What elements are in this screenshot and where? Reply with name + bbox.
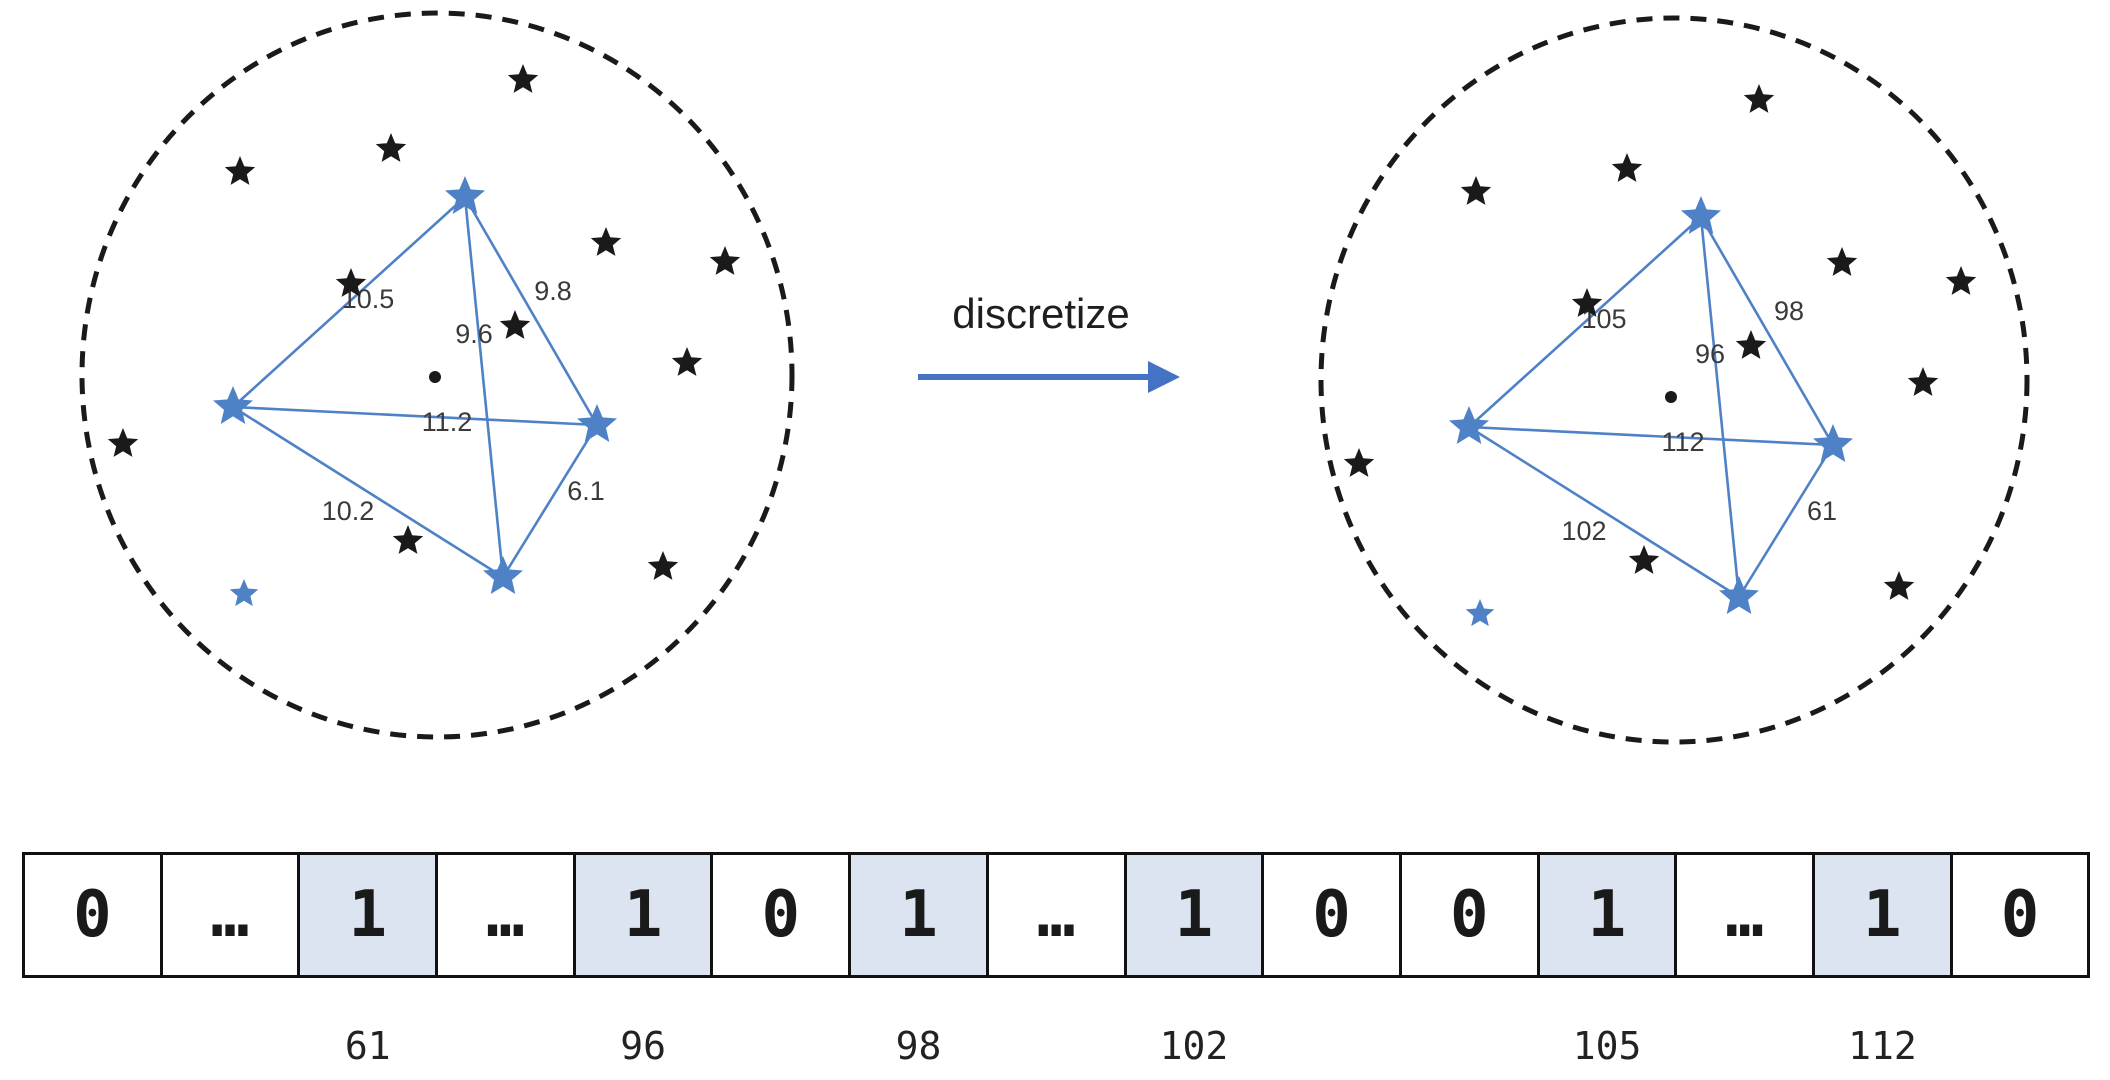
center-dot (1665, 391, 1677, 403)
bit-cell-10: 0 (1401, 855, 1540, 975)
edge-label-horizontal: 11.2 (422, 407, 473, 437)
edge-label-diagonal: 96 (1695, 339, 1725, 369)
black-star (1460, 176, 1492, 205)
blue-vertex-star-left (213, 386, 253, 424)
black-star (647, 551, 679, 580)
edge-label-bottom_left: 102 (1561, 516, 1606, 546)
black-star (590, 227, 622, 256)
edge-label-bottom_right: 61 (1807, 496, 1837, 526)
constellation-edge-bottom_right (1737, 444, 1835, 598)
discretize-arrow-group: discretize (918, 290, 1180, 393)
constellation-edge-top_right (463, 196, 599, 426)
black-star (1907, 367, 1939, 396)
bit-cell-5: 0 (713, 855, 852, 975)
black-star (671, 347, 703, 376)
constellation-edge-horizontal (232, 405, 598, 427)
bit-label-112: 112 (1848, 1024, 1917, 1068)
bit-cell-2: 1 (300, 855, 439, 975)
bit-cell-6: 1 (851, 855, 989, 975)
lone-blue-star (1465, 599, 1495, 627)
bit-cell-4: 1 (575, 855, 714, 975)
center-dot (429, 371, 441, 383)
blue-vertex-star-top (1681, 196, 1721, 234)
edge-label-top_right: 9.8 (534, 276, 572, 306)
bit-cell-7: … (988, 855, 1127, 975)
constellation-edge-top_left (232, 196, 466, 408)
bit-cell-11: 1 (1539, 855, 1678, 975)
bit-cell-13: 1 (1814, 855, 1953, 975)
edge-label-bottom_right: 6.1 (567, 476, 605, 506)
constellation-edge-bottom_right (501, 424, 599, 578)
bit-cell-0: 0 (25, 855, 163, 975)
bit-cell-14: 0 (1952, 855, 2088, 975)
black-star (335, 268, 367, 297)
blue-vertex-star-bottom (1719, 576, 1759, 614)
constellation-edge-horizontal (1468, 425, 1834, 447)
bit-cell-1: … (162, 855, 301, 975)
edge-label-horizontal: 112 (1661, 427, 1704, 457)
black-star (709, 246, 741, 275)
constellation-edge-diagonal (463, 196, 505, 578)
black-star (507, 64, 539, 93)
black-star (499, 310, 531, 339)
lone-blue-star (229, 579, 259, 607)
bit-cell-9: 0 (1264, 855, 1402, 975)
black-star (1611, 153, 1643, 182)
blue-vertex-star-top (445, 176, 485, 214)
constellation-edge-bottom_left (1468, 425, 1740, 599)
bit-cell-8: 1 (1126, 855, 1265, 975)
black-star (1743, 84, 1775, 113)
black-star (392, 525, 424, 554)
blue-vertex-star-right (1813, 424, 1853, 462)
constellation-edge-top_left (1468, 216, 1702, 428)
bit-label-105: 105 (1572, 1024, 1642, 1068)
black-star (1826, 247, 1858, 276)
constellation-edge-diagonal (1699, 216, 1741, 598)
black-star (375, 133, 407, 162)
dashed-circle-boundary (79, 10, 795, 740)
blue-vertex-star-left (1449, 406, 1489, 444)
black-star (1628, 545, 1660, 574)
edge-label-top_right: 98 (1774, 296, 1804, 326)
discretize-arrow-head (1148, 361, 1180, 393)
constellation-edge-bottom_left (232, 405, 504, 579)
bit-label-98: 98 (895, 1024, 942, 1068)
blue-vertex-star-bottom (483, 556, 523, 594)
black-star (1735, 330, 1767, 359)
edge-label-diagonal: 9.6 (455, 319, 493, 349)
bit-label-61: 61 (344, 1024, 391, 1068)
bit-cell-12: … (1677, 855, 1815, 975)
constellation-edge-top_right (1699, 216, 1835, 446)
bit-label-96: 96 (620, 1024, 667, 1068)
bit-label-102: 102 (1159, 1024, 1229, 1068)
bit-cell-3: … (438, 855, 576, 975)
black-star (1883, 571, 1915, 600)
black-star (1945, 266, 1977, 295)
edge-label-bottom_left: 10.2 (322, 496, 375, 526)
dashed-circle-boundary (1318, 15, 2030, 745)
black-star (224, 156, 256, 185)
black-star (107, 428, 139, 457)
discretize-label: discretize (952, 290, 1129, 337)
blue-vertex-star-right (577, 404, 617, 442)
black-star (1571, 288, 1603, 317)
black-star (1343, 448, 1375, 477)
